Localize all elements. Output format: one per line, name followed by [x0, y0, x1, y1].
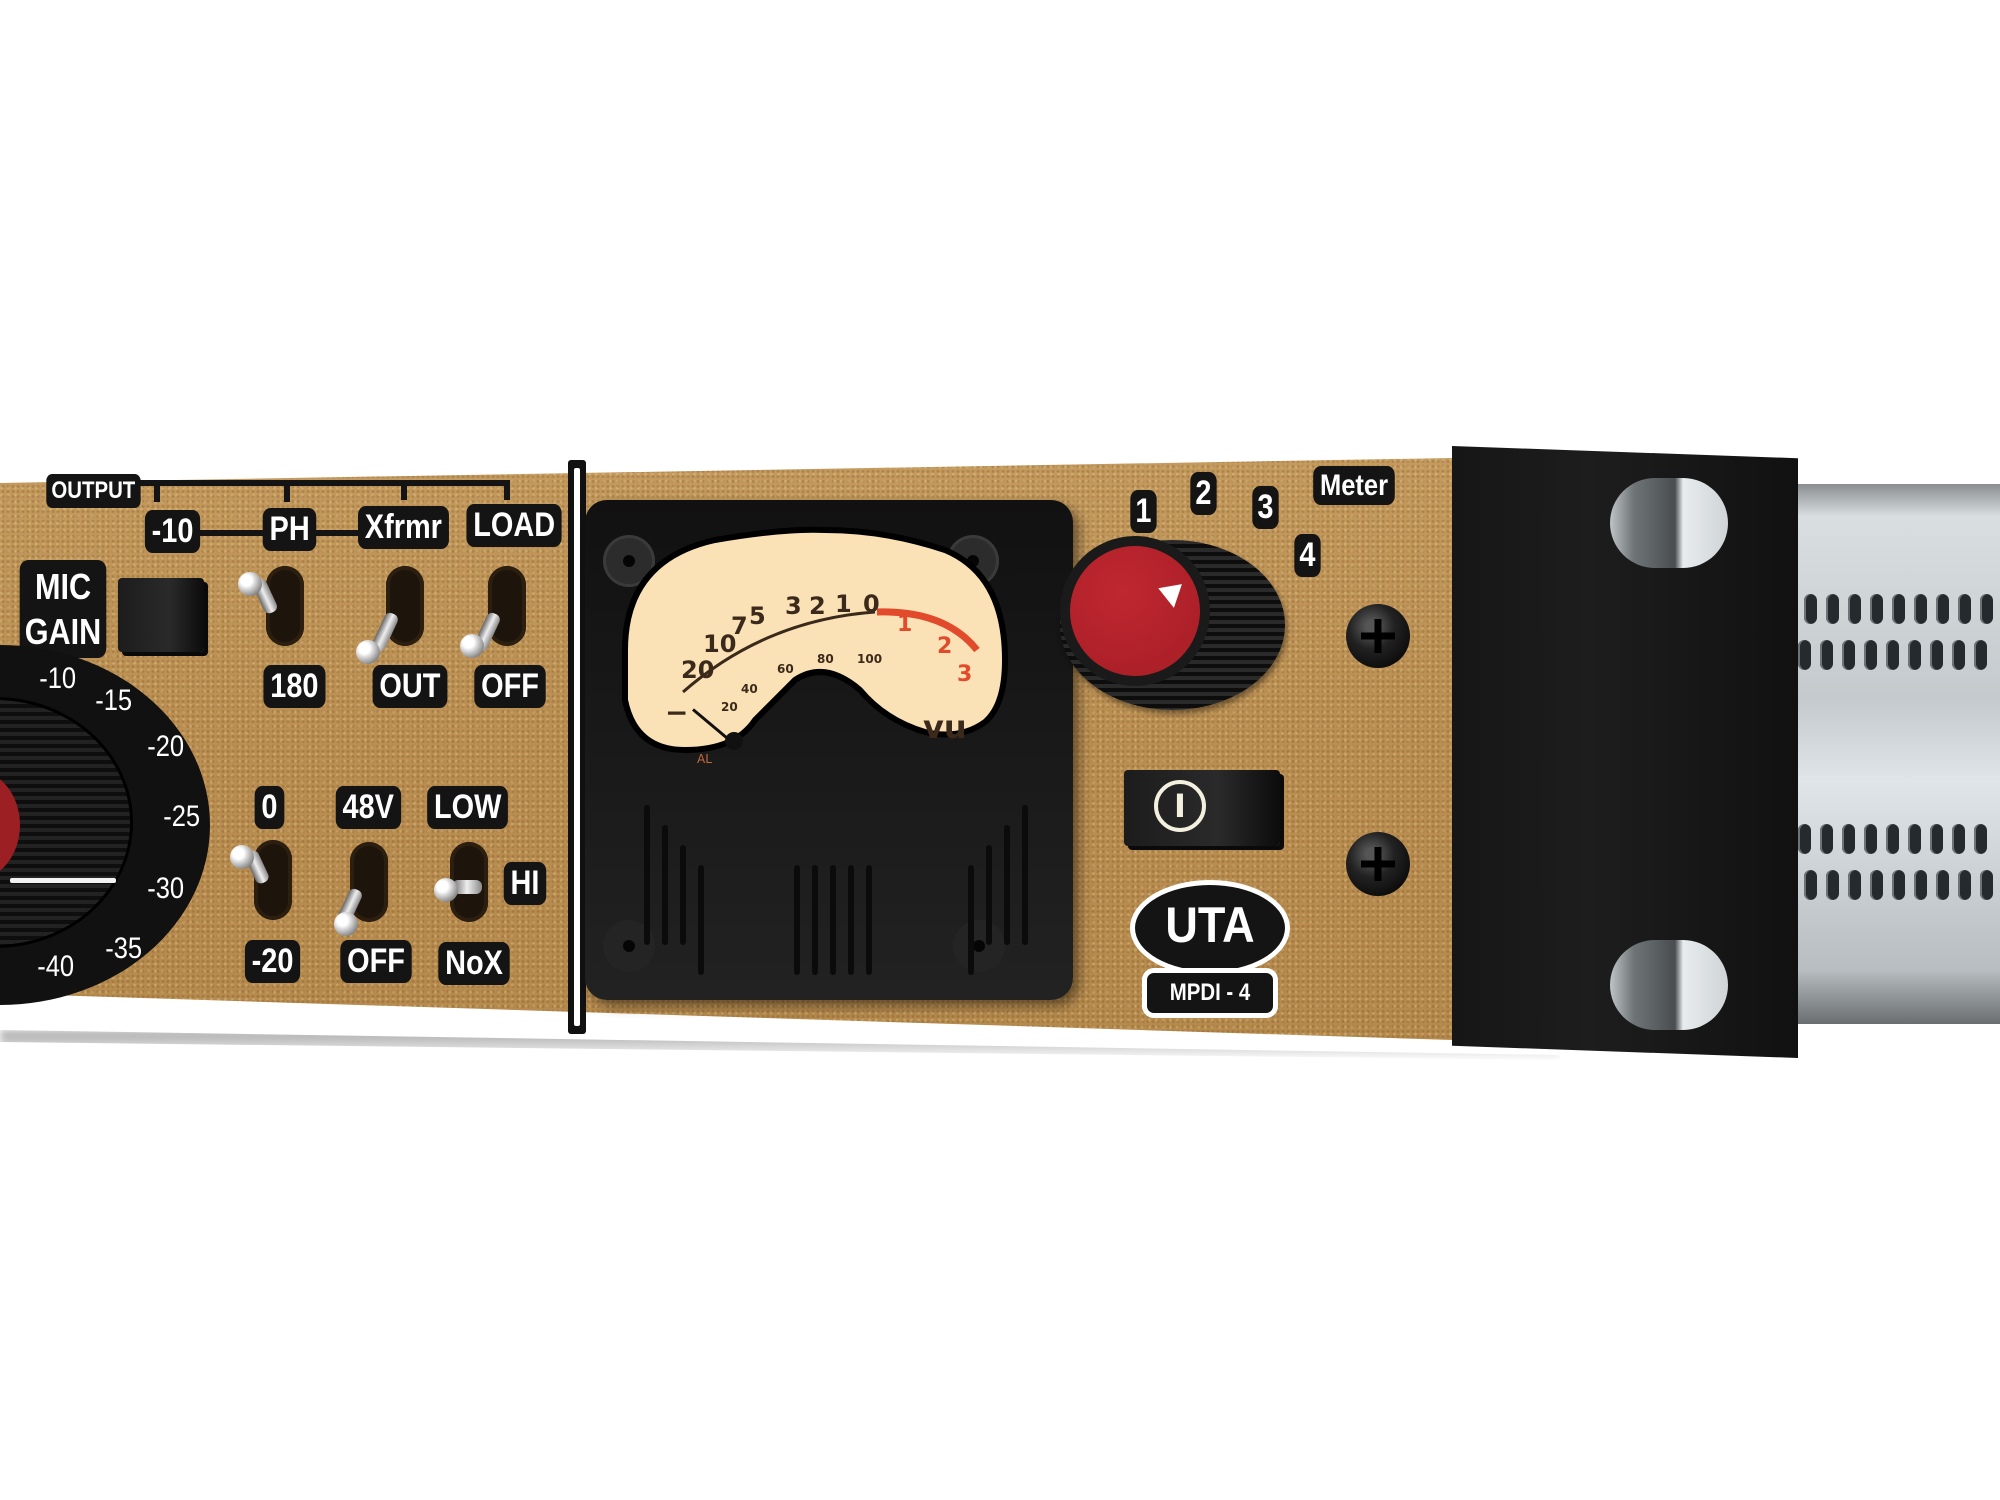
gain-scale-label: -35 — [105, 932, 143, 965]
vu-dial-face — [622, 526, 1009, 754]
minus10-label: -10 — [144, 510, 201, 554]
vu-scale-label: 5 — [749, 602, 766, 630]
mic-gain-title: MIC GAIN — [19, 560, 107, 658]
vu-scale-label: 0 — [863, 590, 880, 618]
meter-position-2: 2 — [1190, 472, 1217, 516]
gain-scale-label: -15 — [95, 684, 133, 717]
vu-percent-label: 40 — [741, 682, 758, 696]
vu-maker-mark: AL — [697, 752, 712, 766]
uta-logo: UTA MPDI - 4 — [1130, 880, 1290, 1020]
toggle-tip — [434, 878, 458, 902]
gain-label: GAIN — [24, 611, 102, 652]
output-bus-drop — [401, 480, 407, 500]
vu-scale-label-red: 2 — [937, 634, 953, 659]
knob-pointer-line — [10, 878, 116, 883]
toggle-tip — [334, 912, 358, 936]
gain-scale-label: -10 — [39, 662, 77, 695]
toggle-tip — [460, 634, 484, 658]
vu-scale-label: 1 — [835, 590, 852, 618]
gain-scale-label: -40 — [37, 950, 75, 983]
phantom-48v-label: 48V — [335, 786, 401, 830]
meter-position-4: 4 — [1294, 534, 1321, 578]
toggle-tip — [356, 640, 380, 664]
impedance-nox-label: NoX — [438, 942, 510, 986]
vu-meter: 20 10 7 5 3 2 1 0 1 2 3 20 40 60 80 100 … — [585, 500, 1073, 1000]
gain-scale-label: -20 — [147, 730, 185, 763]
knob-red-cap — [1060, 536, 1210, 686]
panel-screw-icon — [1346, 604, 1410, 668]
panel-screw-icon — [1346, 832, 1410, 896]
phase-label: PH — [262, 508, 317, 552]
gain-scale-label: -30 — [147, 872, 185, 905]
model-name: MPDI - 4 — [1169, 979, 1251, 1006]
output-bus-drop — [504, 480, 510, 500]
knob-red-cap — [0, 770, 20, 880]
brand-name: UTA — [1165, 897, 1255, 953]
output-header-label: OUTPUT — [46, 474, 141, 509]
vu-scale-label-red: 3 — [957, 662, 973, 687]
rack-mount-slot — [1610, 478, 1728, 568]
vu-scale-label: 20 — [681, 656, 715, 684]
toggle-tip — [238, 572, 262, 596]
vu-scale-label: 7 — [731, 612, 748, 640]
output-bus-line — [135, 480, 510, 486]
meter-grille — [630, 805, 1030, 975]
vu-percent-label: 100 — [857, 652, 883, 666]
meter-position-3: 3 — [1252, 486, 1279, 530]
vu-needle-pivot — [725, 732, 743, 750]
vu-percent-label: 80 — [817, 652, 834, 666]
impedance-hi-label: HI — [503, 862, 547, 906]
load-label: LOAD — [466, 504, 562, 548]
toggle-tip — [230, 845, 254, 869]
vu-scale-label-red: 1 — [897, 612, 913, 637]
output-bus-drop — [154, 480, 160, 502]
mic-label: MIC — [34, 566, 92, 607]
meter-title-label: Meter — [1313, 466, 1395, 505]
phase-180-label: 180 — [263, 665, 326, 709]
meter-select-knob[interactable] — [1060, 536, 1285, 710]
vu-unit-label: vu — [923, 708, 967, 746]
xfrmr-out-label: OUT — [372, 665, 448, 709]
load-off-label: OFF — [474, 665, 546, 709]
vu-scale-label: 10 — [703, 630, 737, 658]
minus10-pad-button[interactable] — [118, 578, 204, 652]
phantom-off-label: OFF — [340, 940, 412, 984]
rack-ear — [1452, 446, 1798, 1058]
rack-mount-slot — [1610, 940, 1728, 1030]
vu-minus-label: − — [665, 696, 689, 729]
vu-percent-label: 20 — [721, 700, 738, 714]
pad-0-label: 0 — [254, 786, 285, 830]
pointer-triangle-icon — [1158, 584, 1186, 610]
model-badge: MPDI - 4 — [1142, 968, 1278, 1018]
meter-screw-icon — [953, 920, 1005, 972]
meter-position-1: 1 — [1130, 490, 1157, 534]
power-symbol: I — [1174, 787, 1186, 825]
vu-percent-label: 60 — [777, 662, 794, 676]
vu-scale-label: 3 — [785, 592, 802, 620]
power-icon: I — [1154, 780, 1206, 832]
xfrmr-label: Xfrmr — [358, 506, 449, 550]
impedance-low-label: LOW — [427, 786, 509, 830]
output-bus-drop — [284, 480, 290, 502]
section-divider — [568, 460, 586, 1034]
power-switch[interactable]: I — [1124, 770, 1280, 846]
gain-scale-label: -25 — [163, 800, 201, 833]
vu-scale-label: 2 — [809, 592, 826, 620]
chassis-side — [1798, 484, 2000, 1024]
pad-minus20-label: -20 — [244, 940, 301, 984]
